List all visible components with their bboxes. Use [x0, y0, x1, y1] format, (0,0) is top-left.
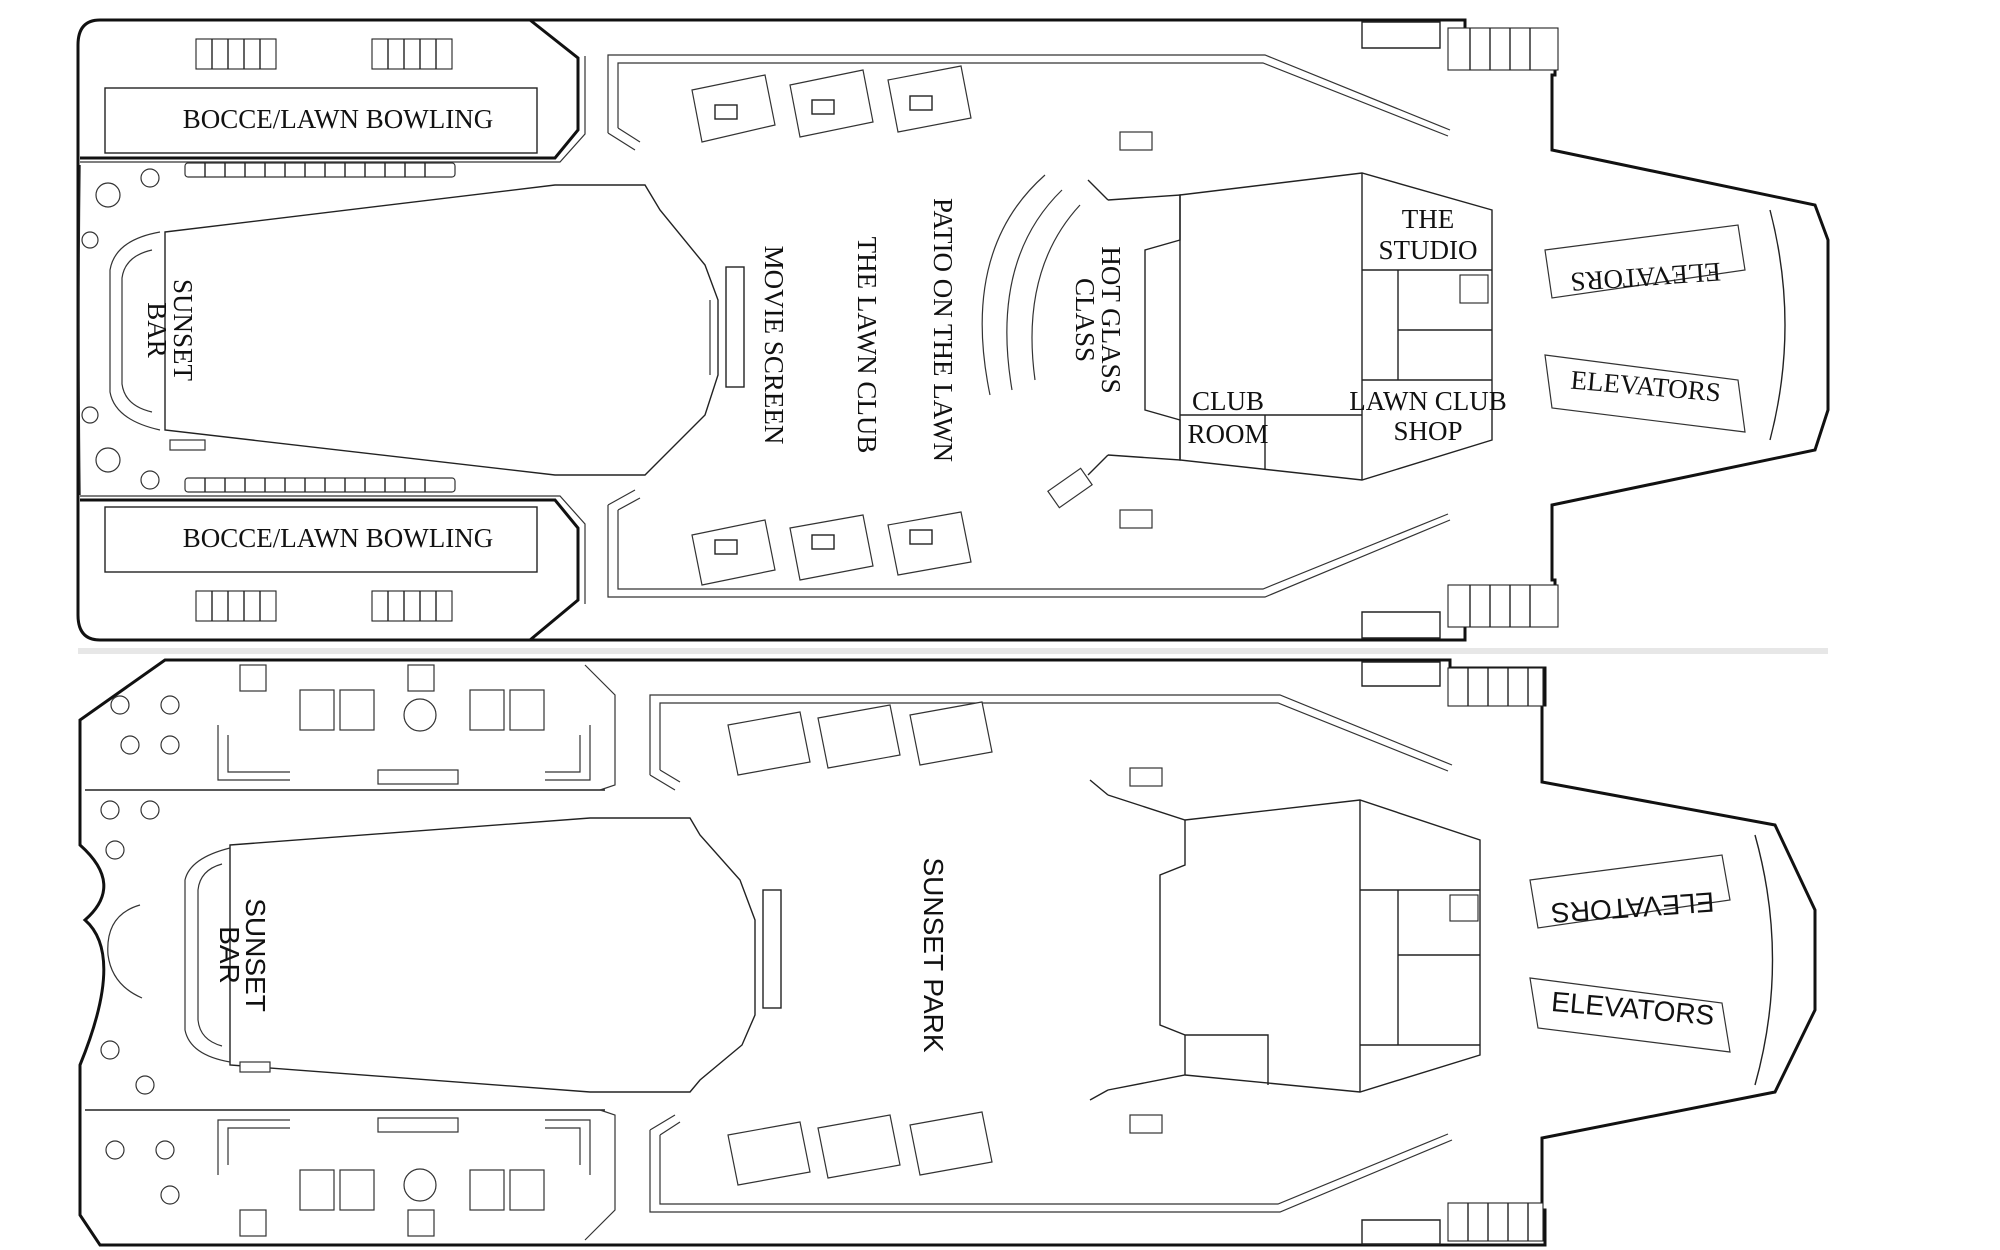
sunset-bar-upper-label-2: BAR — [142, 302, 172, 358]
walkway-bottom — [607, 505, 1451, 598]
lawn-club-outline — [164, 184, 719, 476]
aft-tables-upper — [81, 168, 160, 490]
shop-label-1: LAWN CLUB — [1349, 386, 1507, 416]
lower-screen — [762, 889, 782, 1009]
movie-screen-label: MOVIE SCREEN — [759, 246, 789, 445]
cabanas-bottom-lower — [727, 1111, 993, 1186]
studio-label-2: STUDIO — [1379, 235, 1478, 265]
walkway-top-return — [607, 127, 641, 151]
hot-glass-seating — [981, 174, 1093, 509]
lawn-club-label: THE LAWN CLUB — [852, 237, 882, 454]
stairs-upper-bottom — [1361, 584, 1559, 639]
lower-stairs-small — [1449, 894, 1479, 922]
bocce-bottom-label: BOCCE/LAWN BOWLING — [183, 523, 494, 553]
elevators-lower-top: ELEVATORS — [1529, 854, 1731, 929]
sunset-bar-lower-label-2: BAR — [214, 926, 245, 984]
elevators-lower-bottom: ELEVATORS — [1529, 977, 1731, 1053]
hot-glass-label-2: CLASS — [1070, 278, 1100, 362]
bocce-court-bottom: BOCCE/LAWN BOWLING — [80, 495, 586, 642]
sunset-bar-lower-label-1: SUNSET — [240, 898, 271, 1012]
lower-forward-block — [1089, 779, 1481, 1101]
upper-hull-outline — [76, 18, 1830, 642]
movie-screen — [725, 266, 745, 388]
lower-deck: SUNSET BAR SUNSET PARK — [78, 658, 1817, 1247]
hot-glass-label-1: HOT GLASS — [1096, 246, 1126, 393]
stairs-lower-top — [1361, 661, 1544, 707]
sunset-bar-lower: SUNSET BAR — [184, 847, 271, 1073]
lower-table-bottom — [1129, 1114, 1163, 1134]
lower-forward-partitions — [1159, 800, 1480, 1092]
lounger-row-top — [184, 162, 456, 178]
upper-bow-inner — [1769, 209, 1786, 441]
cabanas-bottom-upper — [691, 511, 972, 586]
club-room-partitions — [1180, 173, 1492, 480]
bocce-court-top: BOCCE/LAWN BOWLING — [80, 18, 586, 163]
cabanas-top-upper — [691, 65, 972, 143]
lower-aft-seating — [85, 664, 616, 1241]
sunset-park-label: SUNSET PARK — [918, 857, 949, 1052]
upper-aft-edge — [78, 164, 81, 496]
walkway-bottom-return — [607, 489, 641, 511]
sunset-park-outline — [229, 817, 756, 1093]
lower-bow-inner — [1754, 834, 1774, 1086]
lower-aft-arc — [107, 904, 143, 999]
patio-label: PATIO ON THE LAWN — [928, 198, 958, 462]
bocce-top-label: BOCCE/LAWN BOWLING — [183, 104, 494, 134]
lower-walkway-bottom — [649, 1114, 1453, 1213]
club-room-label-2: ROOM — [1187, 419, 1268, 449]
lower-hull-outline — [78, 658, 1817, 1247]
stairs-upper-top — [1361, 21, 1559, 71]
lower-walkway-top — [649, 694, 1453, 791]
lower-table-top — [1129, 767, 1163, 787]
table-hotglass-bottom — [1119, 509, 1153, 529]
shop-label-2: SHOP — [1393, 416, 1462, 446]
sunset-bar-upper-label-1: SUNSET — [168, 279, 198, 382]
studio-stairs — [1459, 274, 1489, 304]
studio-label-1: THE — [1402, 204, 1454, 234]
sunset-bar-upper: SUNSET BAR — [109, 231, 206, 451]
table-hotglass-top — [1119, 131, 1153, 151]
club-room-label-1: CLUB — [1192, 386, 1264, 416]
cabanas-top-lower — [727, 701, 993, 776]
lounger-row-bottom — [184, 477, 456, 493]
stairs-lower-bottom — [1361, 1202, 1544, 1245]
walkway-top — [607, 54, 1451, 137]
